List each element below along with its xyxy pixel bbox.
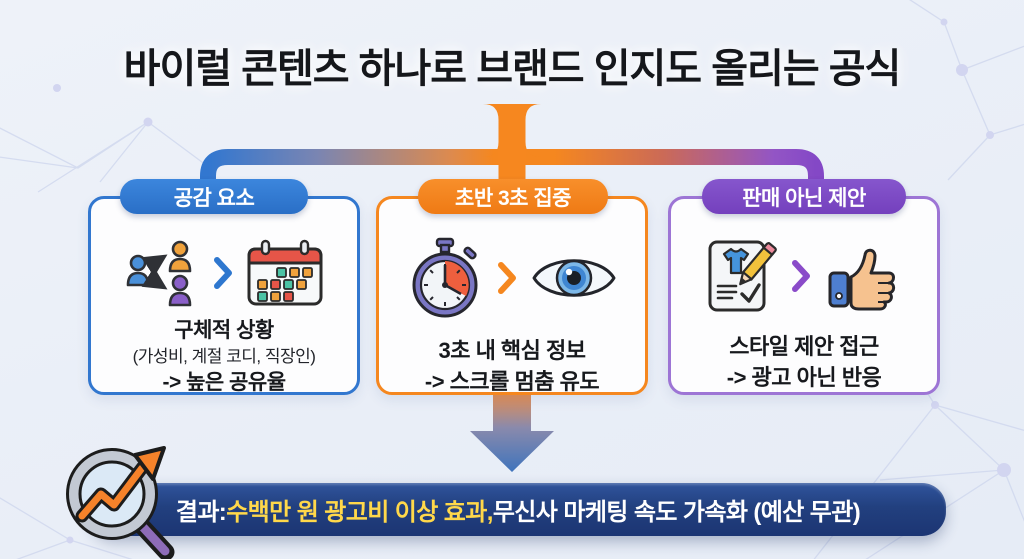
eye-icon — [532, 259, 616, 297]
result-highlight: 수백만 원 광고비 이상 효과, — [226, 499, 493, 526]
card-suggestion-line1: 스타일 제안 접근 — [729, 334, 879, 359]
result-prefix: 결과: — [175, 499, 227, 526]
result-bar: 결과: 수백만 원 광고비 이상 효과, 무신사 마케팅 속도 가속화 (예산 … — [90, 483, 946, 536]
card-empathy-line3: -> 높은 공유율 — [162, 371, 286, 394]
card-empathy-line2: (가성비, 계절 코디, 직장인) — [132, 347, 316, 366]
stopwatch-icon — [412, 237, 478, 318]
chevron-right-icon — [498, 262, 516, 294]
card-first-3-seconds-icons — [406, 237, 618, 319]
card-suggestion-not-sales: 스타일 제안 접근 -> 광고 아닌 반응 — [668, 196, 940, 395]
card-suggestion-not-sales-icons — [704, 237, 904, 315]
chevron-right-icon — [214, 257, 232, 289]
style-document-icon — [708, 240, 777, 312]
badge-empathy: 공감 요소 — [120, 179, 308, 214]
result-rest: 무신사 마케팅 속도 가속화 (예산 무관) — [492, 499, 861, 526]
card-empathy-line1: 구체적 상황 — [174, 319, 274, 342]
card-first-3-seconds-line1: 3초 내 핵심 정보 — [438, 338, 586, 363]
badge-first-3-seconds: 초반 3초 집중 — [418, 179, 608, 214]
chevron-right-icon — [792, 260, 810, 292]
share-people-icon — [126, 240, 192, 307]
card-first-3-seconds-line2: -> 스크롤 멈춤 유도 — [424, 369, 600, 394]
card-first-3-seconds-text: 3초 내 핵심 정보 -> 스크롤 멈춤 유도 — [424, 335, 600, 397]
card-suggestion-line2: -> 광고 아닌 반응 — [726, 365, 882, 390]
down-arrow — [470, 391, 554, 472]
thumbs-up-icon — [828, 248, 896, 311]
badge-suggestion-not-sales: 판매 아닌 제안 — [702, 179, 906, 214]
card-empathy: 구체적 상황 (가성비, 계절 코디, 직장인) -> 높은 공유율 — [88, 196, 360, 395]
page-title: 바이럴 콘텐츠 하나로 브랜드 인지도 올리는 공식 — [123, 47, 902, 91]
card-empathy-text: 구체적 상황 (가성비, 계절 코디, 직장인) -> 높은 공유율 — [133, 317, 316, 396]
card-empathy-icons — [124, 237, 324, 309]
calendar-icon — [247, 239, 323, 306]
magnifier-trend-icon — [66, 446, 175, 559]
card-first-3-seconds: 3초 내 핵심 정보 -> 스크롤 멈춤 유도 — [376, 196, 648, 395]
card-suggestion-not-sales-text: 스타일 제안 접근 -> 광고 아닌 반응 — [726, 331, 882, 393]
